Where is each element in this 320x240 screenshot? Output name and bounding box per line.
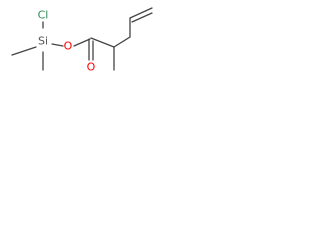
bond-carbonyl-alpha (90, 37, 115, 48)
atom-oxygen-ester: O (64, 40, 73, 53)
bond-si-o (51, 43, 64, 47)
bond-vinyl-double-1 (129, 7, 153, 19)
atom-oxygen-carbonyl: O (87, 61, 96, 74)
bond-si-methyl-left (11, 46, 37, 56)
bond-vinyl-double-2 (131, 12, 153, 23)
bond-o-carbonyl-c (73, 38, 91, 47)
atom-silicon: Si (38, 35, 48, 48)
atom-chlorine: Cl (38, 9, 49, 22)
bond-alpha-ch2 (113, 36, 131, 48)
chemical-structure: Cl Si O O (11, 7, 153, 74)
